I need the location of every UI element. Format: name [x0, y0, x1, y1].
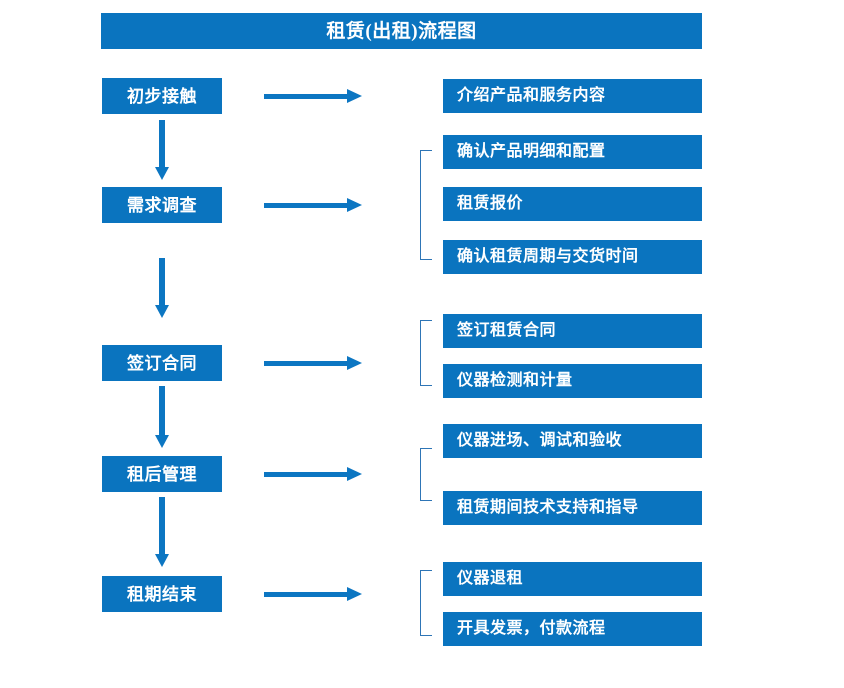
- right-arrow-icon-2: [264, 198, 362, 212]
- stage-box-4[interactable]: 租后管理: [102, 456, 222, 492]
- detail-label-2-2: 租赁报价: [457, 195, 524, 212]
- stage-box-2[interactable]: 需求调查: [102, 187, 222, 223]
- arrow-shaft: [159, 258, 165, 305]
- stage-label-4: 租后管理: [127, 464, 197, 484]
- detail-box-1-1[interactable]: 介绍产品和服务内容: [443, 79, 702, 113]
- detail-label-5-1: 仪器退租: [457, 570, 524, 587]
- diagram-title: 租赁(出租)流程图: [326, 20, 477, 42]
- detail-box-3-2[interactable]: 仪器检测和计量: [443, 364, 702, 398]
- down-arrow-icon-2: [155, 258, 169, 318]
- arrow-head: [347, 89, 362, 103]
- right-arrow-icon-4: [264, 467, 362, 481]
- arrow-head: [155, 435, 169, 448]
- group-bracket-icon-3: [420, 320, 432, 386]
- arrow-shaft: [159, 497, 165, 554]
- detail-label-5-2: 开具发票，付款流程: [457, 620, 606, 637]
- arrow-shaft: [264, 361, 348, 366]
- right-arrow-icon-5: [264, 587, 362, 601]
- stage-label-1: 初步接触: [127, 86, 197, 106]
- arrow-head: [347, 467, 362, 481]
- group-bracket-icon-4: [420, 448, 432, 501]
- group-bracket-icon-5: [420, 570, 432, 636]
- right-arrow-icon-1: [264, 89, 362, 103]
- arrow-head: [347, 356, 362, 370]
- stage-label-5: 租期结束: [127, 584, 197, 604]
- arrow-shaft: [264, 592, 348, 597]
- detail-label-4-2: 租赁期间技术支持和指导: [457, 499, 639, 516]
- arrow-shaft: [159, 386, 165, 435]
- stage-box-1[interactable]: 初步接触: [102, 78, 222, 114]
- detail-box-5-1[interactable]: 仪器退租: [443, 562, 702, 596]
- detail-box-2-2[interactable]: 租赁报价: [443, 187, 702, 221]
- detail-box-5-2[interactable]: 开具发票，付款流程: [443, 612, 702, 646]
- right-arrow-icon-3: [264, 356, 362, 370]
- detail-box-4-1[interactable]: 仪器进场、调试和验收: [443, 424, 702, 458]
- arrow-shaft: [264, 472, 348, 477]
- group-bracket-icon-2: [420, 150, 432, 260]
- down-arrow-icon-1: [155, 120, 169, 180]
- arrow-head: [155, 305, 169, 318]
- detail-box-4-2[interactable]: 租赁期间技术支持和指导: [443, 491, 702, 525]
- diagram-title-bar: 租赁(出租)流程图: [101, 13, 702, 49]
- stage-label-2: 需求调查: [127, 195, 197, 215]
- detail-box-2-3[interactable]: 确认租赁周期与交货时间: [443, 240, 702, 274]
- stage-label-3: 签订合同: [127, 353, 197, 373]
- detail-label-1-1: 介绍产品和服务内容: [457, 87, 606, 104]
- down-arrow-icon-4: [155, 497, 169, 567]
- detail-label-3-1: 签订租赁合同: [457, 322, 557, 339]
- arrow-shaft: [159, 120, 165, 167]
- stage-box-3[interactable]: 签订合同: [102, 345, 222, 381]
- detail-label-3-2: 仪器检测和计量: [457, 372, 573, 389]
- arrow-shaft: [264, 203, 348, 208]
- detail-label-2-3: 确认租赁周期与交货时间: [457, 248, 639, 265]
- arrow-shaft: [264, 94, 348, 99]
- detail-label-4-1: 仪器进场、调试和验收: [457, 432, 623, 449]
- detail-box-3-1[interactable]: 签订租赁合同: [443, 314, 702, 348]
- stage-box-5[interactable]: 租期结束: [102, 576, 222, 612]
- down-arrow-icon-3: [155, 386, 169, 448]
- arrow-head: [155, 167, 169, 180]
- detail-box-2-1[interactable]: 确认产品明细和配置: [443, 135, 702, 169]
- detail-label-2-1: 确认产品明细和配置: [457, 143, 606, 160]
- arrow-head: [347, 587, 362, 601]
- arrow-head: [347, 198, 362, 212]
- arrow-head: [155, 554, 169, 567]
